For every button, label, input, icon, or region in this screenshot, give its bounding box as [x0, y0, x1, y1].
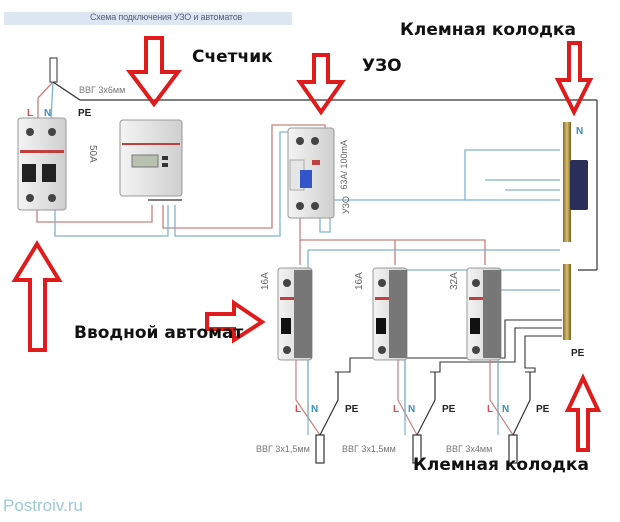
- neutral-bus-label: N: [576, 126, 583, 137]
- input-breaker-device: [17, 117, 67, 211]
- output-cable: [489, 360, 531, 464]
- output-cable-labels: ВВГ 3х1,5мм ВВГ 3х1,5мм ВВГ 3х4мм: [256, 444, 492, 454]
- cable-label: ВВГ 3х1,5мм: [342, 444, 396, 454]
- ground-terminal-bus: [563, 264, 571, 340]
- input-breaker-label: Вводной автомат: [74, 323, 244, 343]
- rcd-name-label: УЗО: [341, 196, 351, 214]
- input-cable: [37, 57, 598, 271]
- diagram-title: Схема подключения УЗО и автоматов: [90, 12, 243, 22]
- meter-label: Счетчик: [192, 47, 273, 67]
- watermark: Postroiv.ru: [3, 496, 83, 515]
- breaker-device: [466, 267, 502, 361]
- rcd-label: УЗО: [362, 56, 402, 76]
- cable-label: ВВГ 3х1,5мм: [256, 444, 310, 454]
- breaker-rating: 32A: [449, 272, 460, 290]
- wire-label-n: N: [44, 108, 51, 119]
- breaker-device: [372, 267, 408, 361]
- input-cable-label: ВВГ 3х6мм: [79, 85, 125, 95]
- arrow-right-icon: [205, 299, 266, 344]
- wire-label-l: L: [295, 404, 301, 415]
- wire-label-n: N: [502, 404, 509, 415]
- arrow-up-icon: [564, 373, 602, 452]
- wire-label-pe: PE: [442, 404, 456, 415]
- neutral-terminal-bus: [563, 122, 588, 242]
- cable-label: ВВГ 3х4мм: [446, 444, 492, 454]
- wire-label-pe: PE: [345, 404, 359, 415]
- breaker-device: [277, 267, 313, 361]
- output-cable: [295, 360, 339, 464]
- title-bar: [4, 12, 292, 25]
- wire-label-n: N: [311, 404, 318, 415]
- electricity-meter-device: [119, 119, 183, 201]
- phase-wires: [36, 124, 486, 265]
- output-wire-labels: L N PE L N PE L N PE: [295, 404, 550, 415]
- breaker-rating: 16A: [354, 272, 365, 290]
- breaker-rating: 16A: [260, 272, 271, 290]
- arrow-up-icon: [11, 240, 63, 352]
- input-wire-labels: L N PE: [27, 108, 92, 119]
- rcd-rating: 63A/ 100mA: [339, 140, 349, 190]
- output-cable: [397, 360, 436, 464]
- wire-label-l: L: [487, 404, 493, 415]
- ground-bus-label: PE: [571, 348, 585, 359]
- wire-label-l: L: [27, 108, 33, 119]
- wire-label-pe: PE: [536, 404, 550, 415]
- arrow-down-icon: [554, 41, 594, 117]
- terminal-block-top-label: Клемная колодка: [400, 20, 576, 40]
- rcd-device: [287, 127, 335, 219]
- wire-label-l: L: [393, 404, 399, 415]
- wire-label-pe: PE: [78, 108, 92, 119]
- arrow-down-icon: [126, 36, 182, 108]
- ground-wires: [335, 319, 562, 373]
- arrow-down-icon: [296, 53, 346, 116]
- input-breaker-rating: 50A: [87, 145, 98, 163]
- terminal-block-bottom-label: Клемная колодка: [413, 455, 589, 475]
- wire-label-n: N: [408, 404, 415, 415]
